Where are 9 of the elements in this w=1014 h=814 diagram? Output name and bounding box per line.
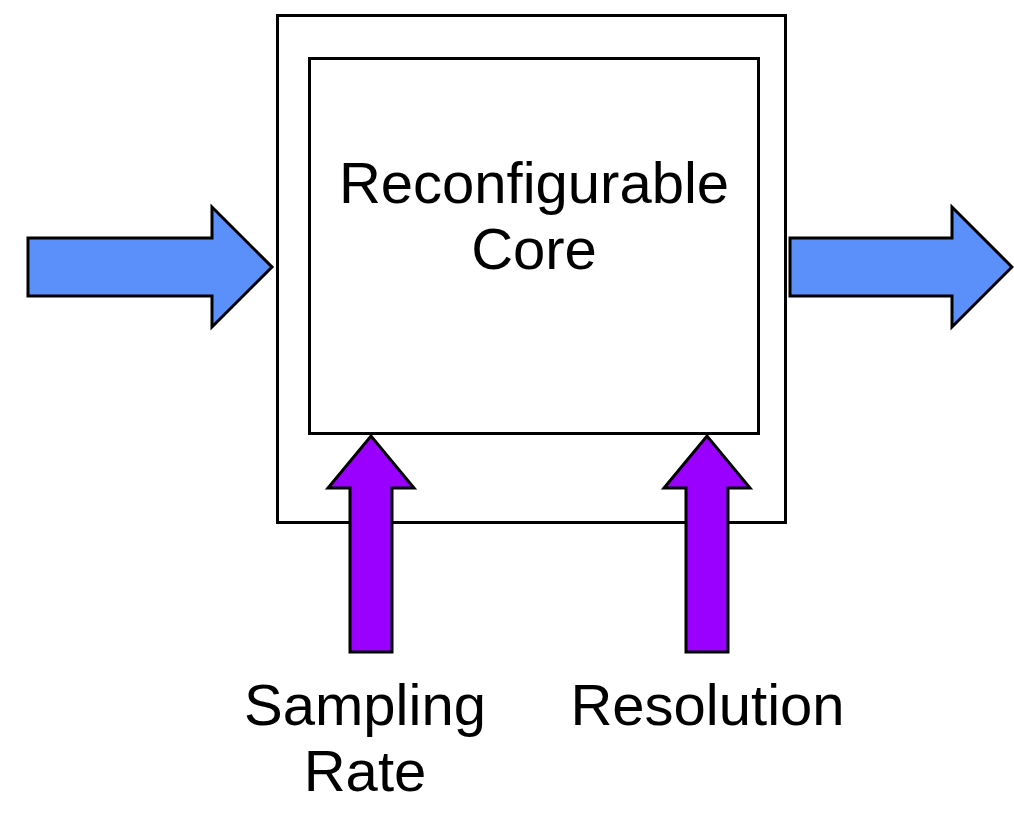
block-arrow (324, 433, 418, 654)
block-arrow (788, 203, 1014, 331)
outer-box (276, 14, 787, 524)
block-arrow (26, 203, 275, 331)
core-label: Reconfigurable Core (337, 150, 731, 282)
block-arrow (660, 433, 754, 654)
core-box (308, 57, 760, 435)
input-label: Sampling Rate (215, 672, 515, 812)
input-label: Resolution (540, 672, 875, 742)
